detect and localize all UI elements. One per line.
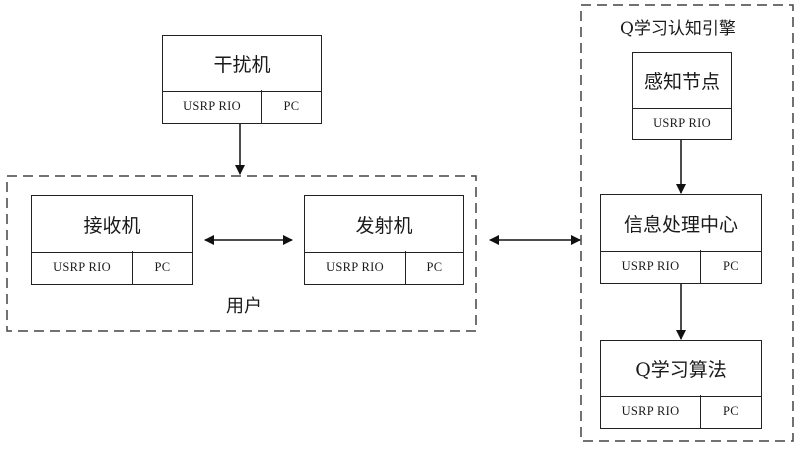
transmitter-node: 发射机 USRP RIO PC [304, 195, 464, 285]
info-center-node: 信息处理中心 USRP RIO PC [600, 194, 762, 284]
node-part: USRP RIO [621, 259, 680, 273]
user-group-frame [6, 175, 477, 332]
node-part: USRP RIO [326, 260, 384, 274]
node-title: 发射机 [305, 196, 463, 253]
node-part: PC [405, 251, 463, 284]
node-part: PC [700, 395, 761, 428]
user-group-label: 用户 [226, 296, 262, 317]
node-part: USRP RIO [183, 99, 241, 113]
node-part: PC [700, 250, 761, 283]
node-part: USRP RIO [653, 115, 711, 130]
node-title: 感知节点 [633, 53, 731, 109]
node-title: 接收机 [32, 196, 192, 253]
node-title: Q学习算法 [601, 341, 761, 397]
sensing-node: 感知节点 USRP RIO [632, 52, 732, 140]
receiver-node: 接收机 USRP RIO PC [31, 195, 193, 285]
jammer-node: 干扰机 USRP RIO PC [162, 35, 322, 124]
node-part: PC [261, 90, 321, 123]
node-title: 信息处理中心 [601, 195, 761, 252]
q-algorithm-node: Q学习算法 USRP RIO PC [600, 340, 762, 429]
node-part: USRP RIO [53, 260, 111, 274]
engine-group-frame [580, 4, 794, 442]
node-part: USRP RIO [621, 404, 680, 418]
node-part: PC [132, 251, 192, 284]
engine-group-label: Q学习认知引擎 [620, 19, 736, 39]
node-title: 干扰机 [163, 36, 321, 92]
